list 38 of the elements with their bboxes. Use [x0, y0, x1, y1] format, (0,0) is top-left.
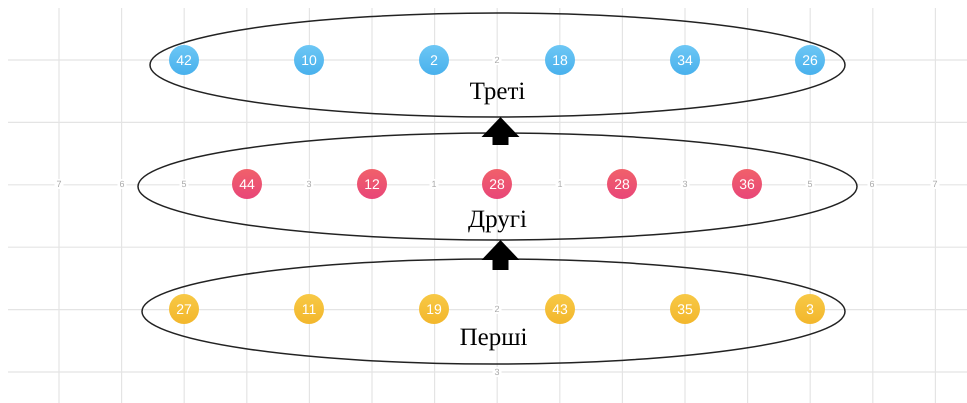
set-ellipse — [149, 12, 846, 118]
set-ellipse — [137, 132, 858, 241]
number-circle: 44 — [232, 169, 262, 199]
set-label: Треті — [470, 78, 526, 105]
axis-tick-label: 5 — [806, 179, 814, 189]
axis-tick-label: 3 — [492, 367, 502, 377]
axis-tick-label: 2 — [492, 304, 502, 314]
axis-tick-label: 3 — [680, 179, 690, 189]
number-circle: 35 — [670, 294, 700, 324]
block-arrow — [482, 117, 520, 145]
axis-tick-label: 1 — [556, 179, 564, 189]
axis-tick-label: 2 — [492, 55, 502, 65]
axis-tick-label: 6 — [118, 179, 126, 189]
number-circle: 34 — [670, 45, 700, 75]
number-circle: 2 — [419, 45, 449, 75]
set-label: Другі — [468, 206, 527, 233]
number-circle: 12 — [357, 169, 387, 199]
axis-tick-label: 3 — [304, 179, 314, 189]
axis-tick-label: 6 — [868, 179, 876, 189]
number-circle: 43 — [545, 294, 575, 324]
block-arrow — [482, 240, 520, 270]
number-circle: 18 — [545, 45, 575, 75]
axis-tick-label: 7 — [54, 179, 64, 189]
axis-tick-label: 7 — [930, 179, 940, 189]
number-circle: 10 — [294, 45, 324, 75]
number-circle: 3 — [795, 294, 825, 324]
number-circle: 11 — [294, 294, 324, 324]
number-circle: 42 — [169, 45, 199, 75]
axis-tick-label: 5 — [180, 179, 188, 189]
number-circle: 28 — [607, 169, 637, 199]
number-circle: 36 — [732, 169, 762, 199]
set-ellipse — [141, 258, 846, 365]
axis-tick-label: 1 — [430, 179, 438, 189]
number-circle: 28 — [482, 169, 512, 199]
number-circle: 27 — [169, 294, 199, 324]
set-label: Перші — [460, 324, 528, 351]
number-circle: 19 — [419, 294, 449, 324]
number-circle: 26 — [795, 45, 825, 75]
